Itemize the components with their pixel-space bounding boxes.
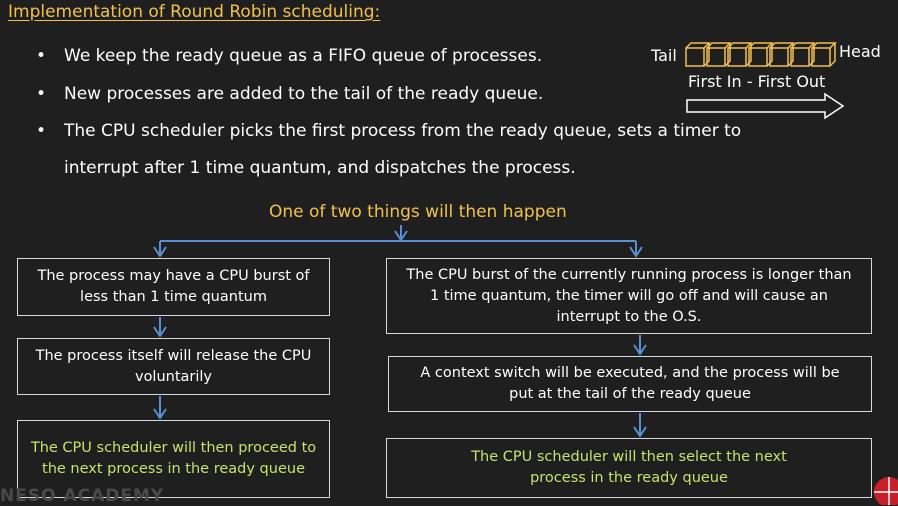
queue-cube-icon — [706, 42, 732, 67]
right-box-2-text: A context switch will be executed, and t… — [420, 365, 840, 402]
bullet-text: The CPU scheduler picks the first proces… — [64, 121, 742, 141]
left-box-3-text: The CPU scheduler will then proceed to t… — [30, 440, 317, 477]
right-box-3: The CPU scheduler will then select the n… — [386, 438, 872, 498]
right-box-2: A context switch will be executed, and t… — [388, 356, 872, 412]
watermark: NESO ACADEMY — [0, 486, 165, 506]
queue-cube-icon — [790, 42, 816, 67]
corner-logo-icon — [874, 477, 898, 505]
slide-title: Implementation of Round Robin scheduling… — [8, 2, 381, 22]
bullet-text: We keep the ready queue as a FIFO queue … — [64, 46, 543, 66]
left-box-3: The CPU scheduler will then proceed to t… — [17, 420, 330, 498]
right-box-3-text: The CPU scheduler will then select the n… — [471, 449, 787, 486]
fifo-head-label: Head — [839, 42, 881, 61]
bullet-dot-icon: • — [36, 121, 47, 141]
fifo-tail-label: Tail — [651, 46, 677, 65]
bullet-1: • We keep the ready queue as a FIFO queue… — [36, 46, 542, 66]
right-box-1-text: The CPU burst of the currently running p… — [406, 266, 852, 325]
branch-heading: One of two things will then happen — [269, 202, 567, 222]
flow-connectors — [159, 225, 641, 436]
queue-cube-icon — [769, 42, 795, 67]
fifo-queue-icon — [685, 42, 837, 67]
bullet-2: • New processes are added to the tail of … — [36, 84, 543, 104]
bullet-dot-icon: • — [36, 46, 47, 66]
queue-cube-icon — [811, 42, 837, 67]
left-box-2: The process itself will release the CPU … — [17, 338, 330, 395]
bullet-dot-icon: • — [36, 84, 47, 104]
right-box-1: The CPU burst of the currently running p… — [386, 258, 872, 334]
left-box-1: The process may have a CPU burst of less… — [17, 258, 330, 316]
left-box-1-text: The process may have a CPU burst of less… — [37, 268, 310, 305]
queue-cube-icon — [748, 42, 774, 67]
bullet-3-continuation: interrupt after 1 time quantum, and disp… — [64, 158, 576, 178]
left-box-2-text: The process itself will release the CPU … — [35, 347, 312, 385]
bullet-text: New processes are added to the tail of t… — [64, 84, 544, 104]
queue-cube-icon — [685, 42, 711, 67]
flow-arrowheads — [153, 230, 647, 438]
bullet-3: • The CPU scheduler picks the first proce… — [36, 121, 741, 141]
fifo-caption: First In - First Out — [688, 72, 826, 91]
queue-cube-icon — [727, 42, 753, 67]
fifo-direction-arrow-icon — [686, 92, 845, 120]
